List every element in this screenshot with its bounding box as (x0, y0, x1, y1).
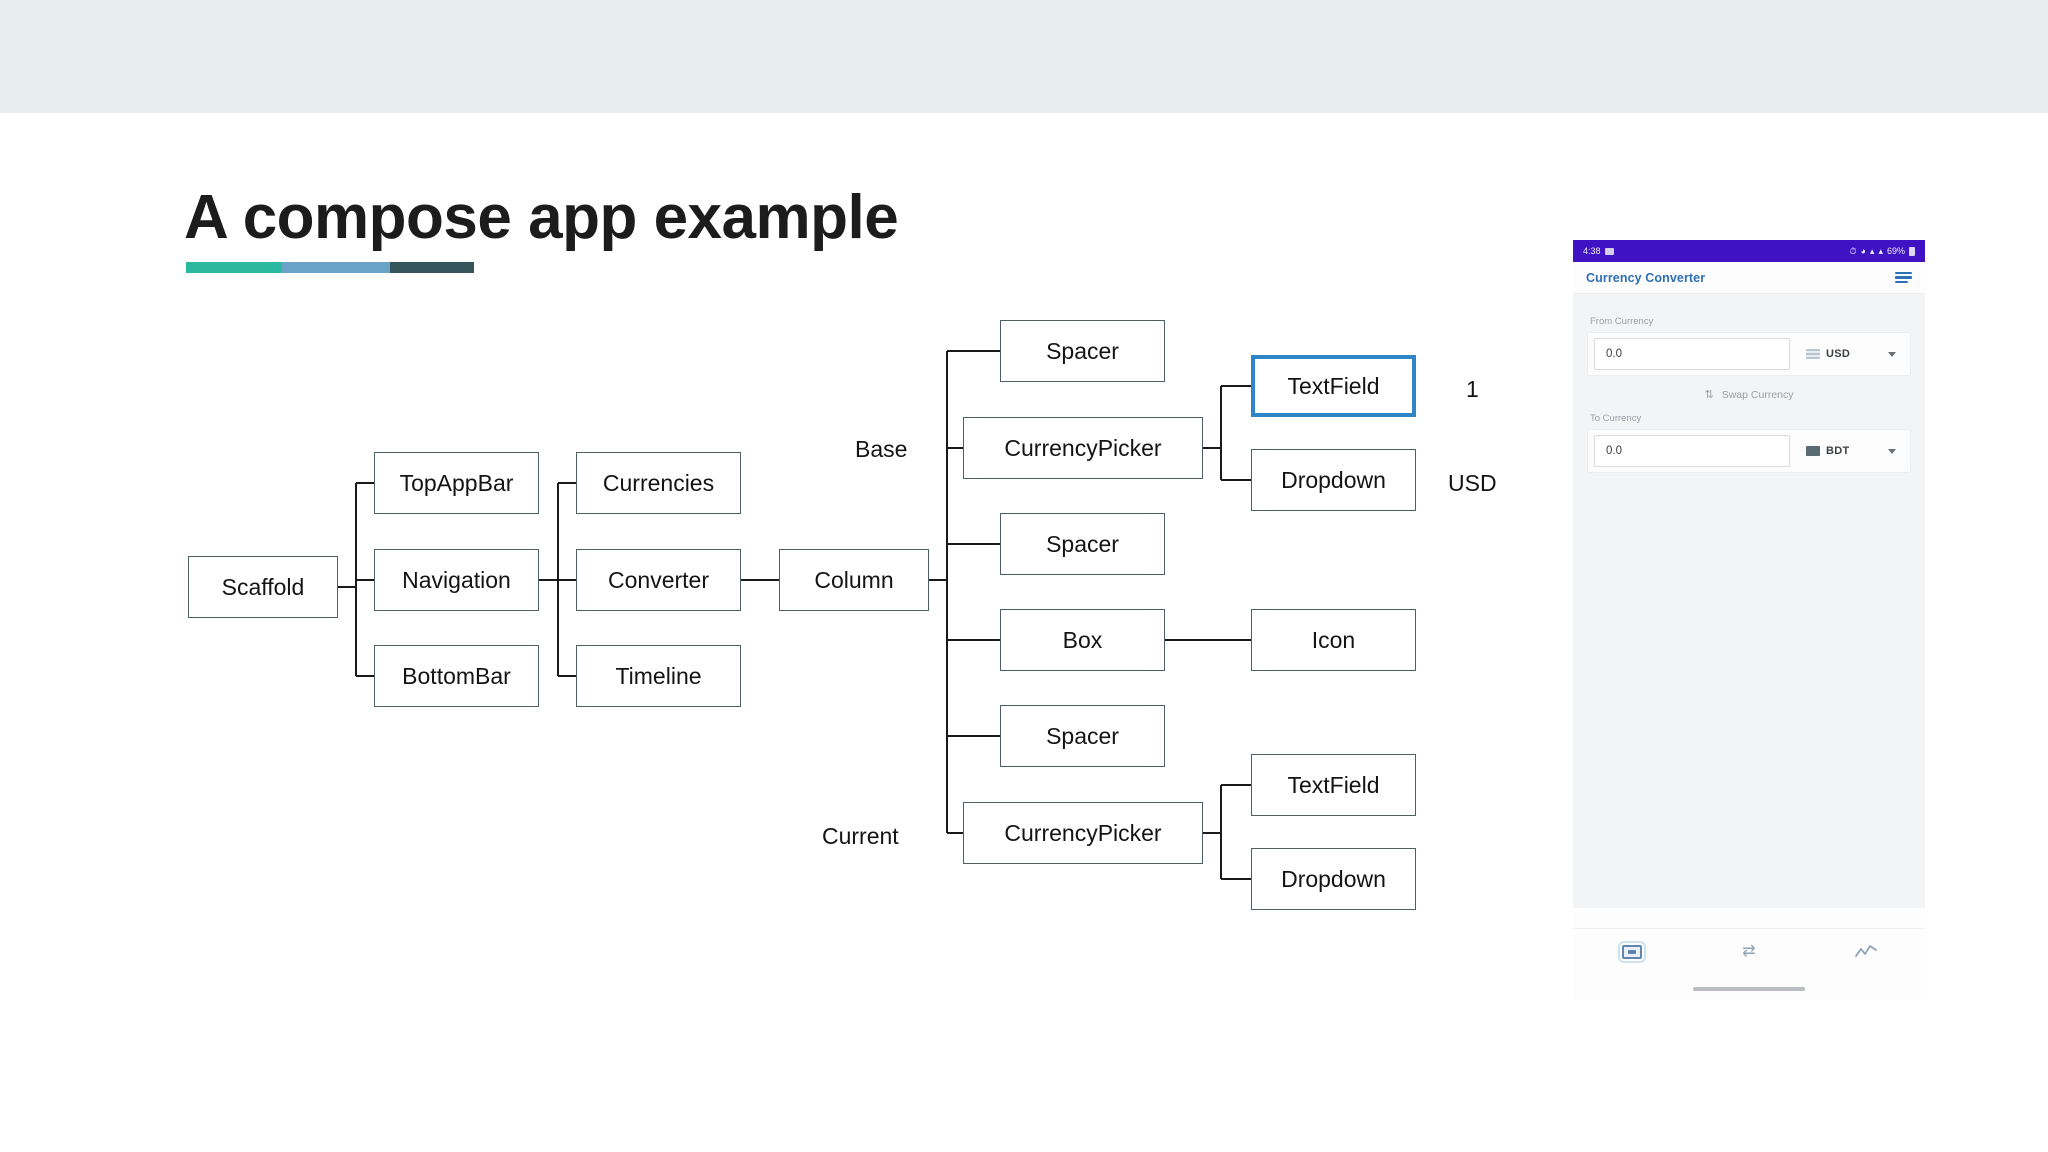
chevron-down-icon (1888, 351, 1896, 357)
to-currency-code: BDT (1826, 445, 1850, 457)
diagram-node-spacer-1[interactable]: Spacer (1000, 320, 1165, 382)
phone-status-bar: 4:38 ⏱ ◕ ▴ ▴ 69% (1573, 240, 1925, 262)
node-label: Currencies (602, 469, 715, 496)
swap-currency-label: Swap Currency (1721, 388, 1794, 401)
node-label: Dropdown (1281, 466, 1386, 493)
nav-item-exchange[interactable]: ⇄ (1726, 937, 1772, 967)
hamburger-line (1895, 271, 1912, 274)
app-bar-title: Currency Converter (1586, 270, 1706, 285)
diagram-node-currencypicker-current[interactable]: CurrencyPicker (963, 802, 1203, 864)
to-currency-dropdown[interactable]: BDT (1796, 435, 1904, 467)
coin-swap-icon: ⇄ (1742, 942, 1756, 960)
phone-bottom-nav: ⇄ (1573, 928, 1925, 974)
diagram-node-timeline[interactable]: Timeline (576, 645, 741, 707)
from-amount-input[interactable]: 0.0 (1594, 338, 1790, 370)
node-label: BottomBar (402, 662, 511, 689)
chevron-down-icon (1888, 448, 1896, 454)
diagram-label-base: Base (855, 436, 908, 462)
nav-item-converter[interactable] (1609, 937, 1655, 967)
diagram-node-bottombar[interactable]: BottomBar (374, 645, 539, 707)
banknote-icon (1617, 940, 1646, 963)
diagram-node-column[interactable]: Column (779, 549, 929, 611)
signal-icon: ▴ (1878, 245, 1883, 256)
node-label: TopAppBar (399, 469, 514, 496)
node-label: CurrencyPicker (1004, 434, 1162, 461)
to-currency-row: 0.0 BDT (1587, 429, 1911, 473)
node-label: Scaffold (221, 573, 305, 600)
status-bar-time: 4:38 (1583, 246, 1601, 256)
diagram-node-currencypicker-base[interactable]: CurrencyPicker (963, 417, 1203, 479)
accent-bar (186, 262, 474, 273)
wifi-icon: ◕ (1860, 245, 1866, 256)
hamburger-line (1895, 276, 1912, 279)
from-currency-code: USD (1826, 348, 1851, 360)
node-label: Converter (608, 566, 709, 593)
from-currency-row: 0.0 USD (1587, 332, 1911, 376)
node-label: Column (814, 566, 894, 593)
diagram-node-scaffold[interactable]: Scaffold (188, 556, 338, 618)
from-currency-label: From Currency (1590, 316, 1654, 327)
diagram-node-textfield-current[interactable]: TextField (1251, 754, 1416, 816)
accent-segment-3 (390, 262, 474, 273)
phone-content: From Currency 0.0 USD ⇅ Swap Currency To… (1573, 294, 1925, 908)
node-label: CurrencyPicker (1004, 819, 1162, 846)
swap-currency-button[interactable]: ⇅ Swap Currency (1573, 388, 1925, 402)
home-indicator (1693, 987, 1805, 991)
diagram-node-topappbar[interactable]: TopAppBar (374, 452, 539, 514)
node-label: TextField (1287, 372, 1380, 399)
page-title: A compose app example (184, 182, 899, 252)
node-label: Spacer (1046, 530, 1119, 557)
diagram-node-dropdown-current[interactable]: Dropdown (1251, 848, 1416, 910)
swap-vertical-icon: ⇅ (1704, 389, 1714, 401)
from-currency-value: USD (1806, 348, 1850, 360)
diagram-label-current: Current (822, 823, 899, 849)
battery-icon (1909, 246, 1915, 256)
hamburger-line (1895, 281, 1908, 284)
node-label: Icon (1311, 626, 1356, 653)
diagram-node-converter[interactable]: Converter (576, 549, 741, 611)
diagram-label-value-one: 1 (1466, 376, 1479, 402)
accent-segment-2 (282, 262, 390, 273)
phone-app-bar: Currency Converter (1573, 262, 1925, 294)
diagram-node-dropdown-base[interactable]: Dropdown (1251, 449, 1416, 511)
node-label: TextField (1287, 771, 1380, 798)
status-bar-right: ⏱ ◕ ▴ ▴ 69% (1849, 245, 1915, 256)
screenshot-icon (1604, 247, 1614, 255)
node-label: Timeline (615, 662, 702, 689)
alarm-icon: ⏱ (1849, 245, 1857, 256)
diagram-node-textfield-base[interactable]: TextField (1251, 355, 1416, 417)
node-label: Spacer (1046, 722, 1119, 749)
flag-icon (1806, 446, 1820, 456)
diagram-node-navigation[interactable]: Navigation (374, 549, 539, 611)
node-label: Box (1062, 626, 1103, 653)
diagram-node-box[interactable]: Box (1000, 609, 1165, 671)
slide-header-band (0, 0, 2048, 113)
flag-icon (1806, 349, 1820, 359)
signal-icon: ▴ (1869, 245, 1875, 256)
battery-percent-label: 69% (1886, 245, 1905, 256)
status-bar-left: 4:38 (1583, 246, 1614, 256)
diagram-node-currencies[interactable]: Currencies (576, 452, 741, 514)
hamburger-icon[interactable] (1895, 271, 1912, 284)
diagram-node-icon[interactable]: Icon (1251, 609, 1416, 671)
diagram-node-spacer-3[interactable]: Spacer (1000, 705, 1165, 767)
from-currency-group: From Currency 0.0 USD (1587, 316, 1911, 376)
node-label: Spacer (1046, 337, 1119, 364)
to-currency-value: BDT (1806, 445, 1850, 457)
to-currency-group: To Currency 0.0 BDT (1587, 413, 1911, 473)
from-currency-dropdown[interactable]: USD (1796, 338, 1904, 370)
to-currency-label: To Currency (1590, 413, 1642, 424)
to-amount-input[interactable]: 0.0 (1594, 435, 1790, 467)
accent-segment-1 (186, 262, 282, 273)
phone-mockup: 4:38 ⏱ ◕ ▴ ▴ 69% Currency Converter From… (1573, 240, 1925, 1000)
node-label: Dropdown (1281, 865, 1386, 892)
diagram-node-spacer-2[interactable]: Spacer (1000, 513, 1165, 575)
nav-item-timeline[interactable] (1843, 937, 1889, 967)
trending-up-icon (1855, 944, 1878, 960)
diagram-label-value-usd: USD (1448, 470, 1497, 496)
node-label: Navigation (402, 566, 511, 593)
